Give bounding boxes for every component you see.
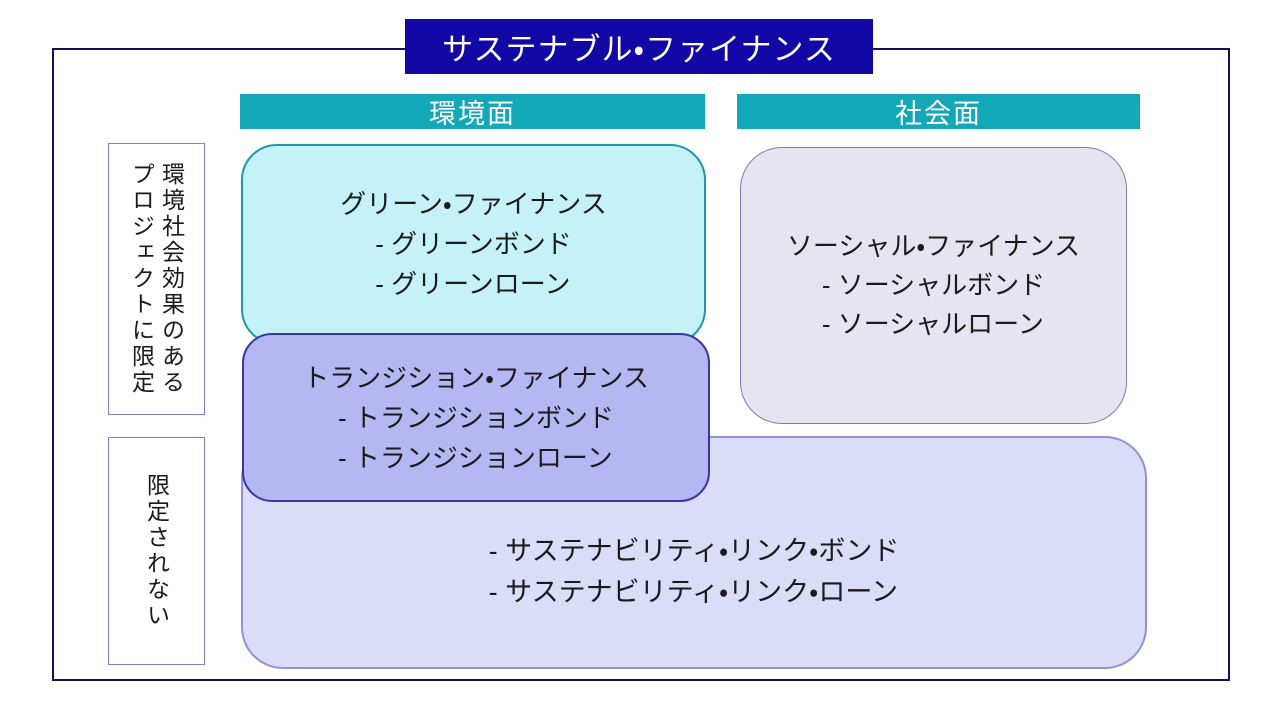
row-label-limited-projects: 環境社会効果のある プロジェクトに限定 bbox=[108, 143, 205, 415]
title-banner: サステナブル・ファイナンス bbox=[405, 19, 873, 74]
row-label-limited-line2: プロジェクトに限定 bbox=[128, 162, 155, 396]
green-finance-title: グリーン・ファイナンス bbox=[340, 189, 607, 219]
green-finance-item-loan: - グリーンローン bbox=[375, 269, 571, 299]
row-label-limited-line1: 環境社会効果のある bbox=[158, 162, 185, 396]
column-header-social-label: 社会面 bbox=[895, 99, 982, 129]
social-finance-item-loan: - ソーシャルローン bbox=[821, 309, 1044, 339]
social-finance-items: - ソーシャルボンド - ソーシャルローン bbox=[822, 266, 1045, 344]
column-header-environment: 環境面 bbox=[240, 94, 705, 129]
sustainability-linked-item-loan: - サステナビリティ・リンク・ローン bbox=[488, 576, 898, 607]
green-finance-items: - グリーンボンド - グリーンローン bbox=[375, 224, 572, 304]
row-label-not-limited-line: 限定されない bbox=[143, 473, 170, 629]
social-finance-item-bond: - ソーシャルボンド bbox=[821, 270, 1046, 300]
transition-finance-box: トランジション・ファイナンス - トランジションボンド - トランジションローン bbox=[242, 333, 710, 502]
social-finance-title: ソーシャル・ファイナンス bbox=[786, 231, 1081, 261]
green-finance-item-bond: - グリーンボンド bbox=[375, 229, 572, 259]
green-finance-box: グリーン・ファイナンス - グリーンボンド - グリーンローン bbox=[241, 144, 706, 345]
social-finance-box: ソーシャル・ファイナンス - ソーシャルボンド - ソーシャルローン bbox=[740, 147, 1127, 424]
column-header-social: 社会面 bbox=[737, 94, 1140, 129]
transition-finance-title: トランジション・ファイナンス bbox=[303, 362, 649, 393]
sustainability-linked-items: - サステナビリティ・リンク・ボンド - サステナビリティ・リンク・ローン bbox=[489, 531, 900, 613]
row-label-limited-projects-text: 環境社会効果のある プロジェクトに限定 bbox=[127, 162, 187, 396]
column-header-environment-label: 環境面 bbox=[429, 99, 516, 129]
row-label-not-limited: 限定されない bbox=[108, 437, 205, 665]
transition-finance-item-bond: - トランジションボンド bbox=[338, 402, 614, 433]
page-title: サステナブル・ファイナンス bbox=[442, 32, 836, 67]
sustainability-linked-item-bond: - サステナビリティ・リンク・ボンド bbox=[488, 535, 900, 566]
transition-finance-items: - トランジションボンド - トランジションローン bbox=[338, 398, 614, 478]
transition-finance-item-loan: - トランジションローン bbox=[338, 442, 613, 473]
row-label-not-limited-text: 限定されない bbox=[142, 473, 172, 629]
